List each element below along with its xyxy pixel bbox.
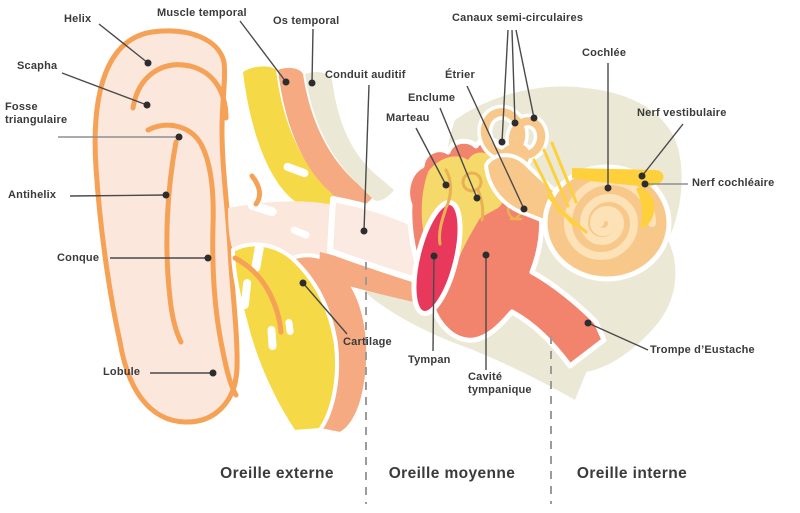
label-nerf-cochleaire: Nerf cochléaire bbox=[692, 177, 775, 189]
auditory-nerves bbox=[532, 141, 664, 234]
leader-lines bbox=[58, 20, 688, 374]
label-enclume: Enclume bbox=[408, 92, 456, 104]
label-conque: Conque bbox=[57, 252, 100, 264]
cochlea-spiral bbox=[563, 177, 656, 260]
section-oreille-moyenne: Oreille moyenne bbox=[388, 465, 516, 482]
section-oreille-interne: Oreille interne bbox=[576, 465, 688, 482]
label-marteau: Marteau bbox=[386, 112, 430, 124]
label-cartilage: Cartilage bbox=[343, 336, 392, 348]
label-tympan: Tympan bbox=[408, 354, 451, 366]
label-conduit-auditif: Conduit auditif bbox=[325, 69, 406, 81]
cartilage-highlights bbox=[240, 162, 310, 350]
label-os-temporal: Os temporal bbox=[273, 15, 340, 27]
section-oreille-externe: Oreille externe bbox=[220, 465, 334, 482]
section-dividers bbox=[365, 262, 552, 504]
label-nerf-vestibulaire: Nerf vestibulaire bbox=[637, 107, 727, 119]
label-lobule: Lobule bbox=[103, 366, 141, 378]
label-antihelix: Antihelix bbox=[8, 189, 57, 201]
label-trompe-eustache: Trompe d’Eustache bbox=[650, 344, 755, 356]
label-cochlee: Cochlée bbox=[582, 47, 627, 59]
ear-fold-lines bbox=[130, 62, 284, 398]
label-scapha: Scapha bbox=[17, 60, 58, 72]
tympan-shape bbox=[411, 200, 463, 316]
label-helix: Helix bbox=[64, 13, 92, 25]
leader-dots bbox=[143, 59, 649, 377]
ossicle-details bbox=[438, 168, 524, 246]
label-canaux-semi-circulaires: Canaux semi-circulaires bbox=[452, 12, 584, 24]
temporal-bone-band bbox=[278, 67, 372, 210]
label-cavite-tympanique: Cavité tympanique bbox=[468, 371, 532, 397]
canal-floor-salmon bbox=[318, 252, 430, 305]
label-fosse-triangulaire: Fosse triangulaire bbox=[5, 101, 68, 127]
label-muscle-temporal: Muscle temporal bbox=[157, 7, 247, 19]
temporal-beige-band bbox=[305, 72, 394, 201]
ear-band-gap bbox=[226, 46, 248, 207]
temporal-muscle-band bbox=[243, 66, 345, 212]
label-etrier: Étrier bbox=[445, 69, 475, 81]
